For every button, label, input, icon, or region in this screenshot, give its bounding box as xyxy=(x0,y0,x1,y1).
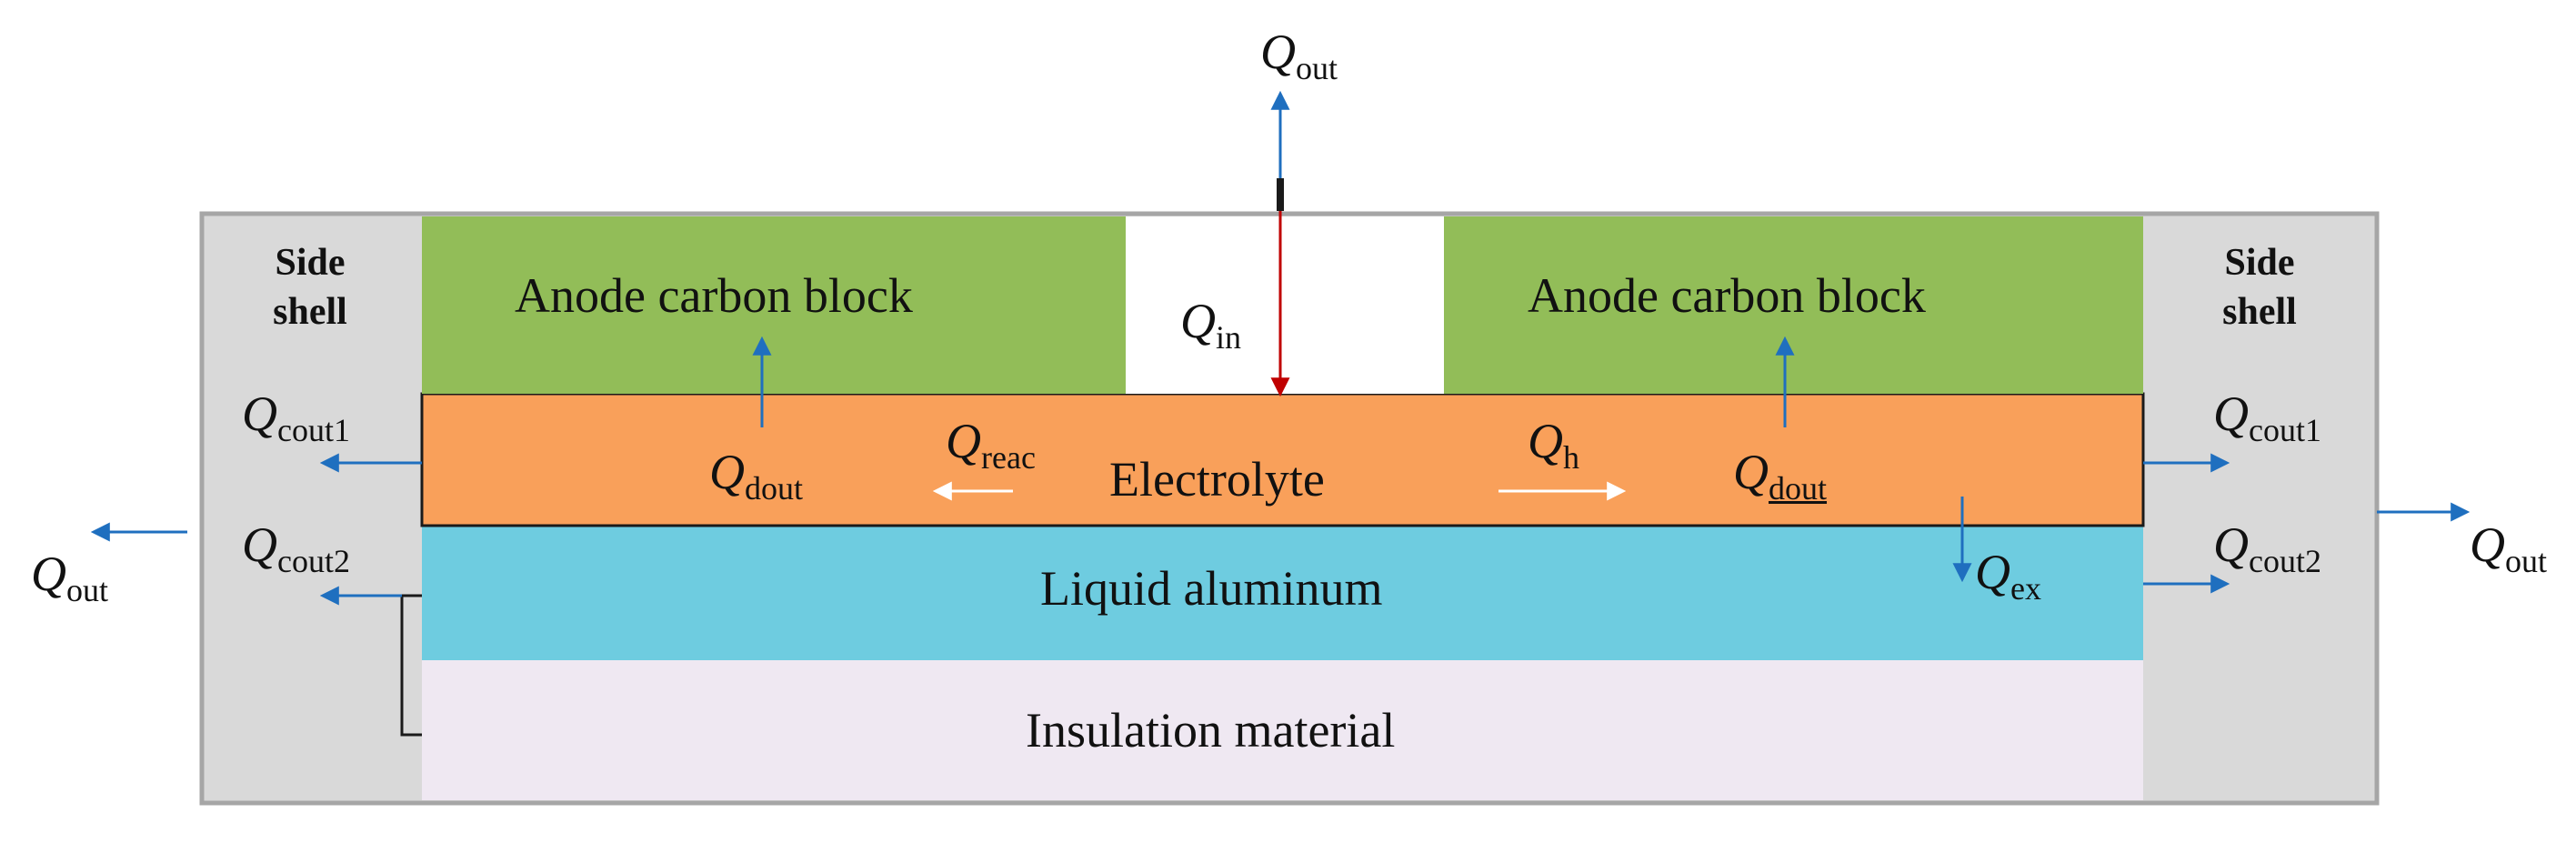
q-cout2-left-sub: cout2 xyxy=(277,543,350,579)
aluminum-label: Liquid aluminum xyxy=(1040,561,1383,616)
insulation-label: Insulation material xyxy=(1026,703,1396,758)
side-shell-left-label: Side shell xyxy=(242,244,378,331)
q-h-label: Qh xyxy=(1528,416,1579,474)
q-in-sub: in xyxy=(1216,319,1242,356)
side-shell-right-line2: shell xyxy=(2222,291,2297,333)
q-cout2-right-symbol: Q xyxy=(2213,517,2249,572)
q-out-top-symbol: Q xyxy=(1260,25,1296,79)
q-dout-right-sub: dout xyxy=(1769,470,1828,507)
q-out-right-symbol: Q xyxy=(2470,517,2505,572)
q-out-right-label: Qout xyxy=(2470,520,2547,577)
q-ex-label: Qex xyxy=(1975,547,2041,605)
side-shell-right-label: Side shell xyxy=(2191,244,2328,331)
anode-right-region xyxy=(1444,216,2143,394)
q-ex-symbol: Q xyxy=(1975,545,2010,599)
q-cout1-right-label: Qcout1 xyxy=(2213,389,2321,447)
q-in-symbol: Q xyxy=(1180,294,1216,348)
q-cout1-left-symbol: Q xyxy=(242,386,277,441)
q-out-left-sub: out xyxy=(66,572,109,608)
q-h-symbol: Q xyxy=(1528,414,1563,468)
q-ex-sub: ex xyxy=(2010,570,2041,607)
q-out-left-label: Qout xyxy=(31,549,108,607)
q-cout2-right-sub: cout2 xyxy=(2249,543,2321,579)
q-reac-label: Qreac xyxy=(946,416,1036,474)
q-cout2-left-label: Qcout2 xyxy=(242,520,350,577)
central-gap xyxy=(1126,216,1444,394)
q-cout2-left-symbol: Q xyxy=(242,517,277,572)
q-dout-left-sub: dout xyxy=(745,470,804,507)
q-out-top-sub: out xyxy=(1296,50,1338,86)
electrolyte-region xyxy=(420,392,2145,527)
q-cout1-left-sub: cout1 xyxy=(277,412,350,448)
q-cout1-left-label: Qcout1 xyxy=(242,389,350,447)
q-dout-left-label: Qdout xyxy=(709,447,803,505)
aluminum-region xyxy=(422,526,2143,660)
side-shell-left-line1: Side xyxy=(275,242,346,284)
q-cout2-right-label: Qcout2 xyxy=(2213,520,2321,577)
side-shell-left-line2: shell xyxy=(273,291,347,333)
q-dout-left-symbol: Q xyxy=(709,445,745,499)
q-h-sub: h xyxy=(1563,439,1579,476)
anode-left-label: Anode carbon block xyxy=(515,268,913,323)
q-reac-symbol: Q xyxy=(946,414,981,468)
side-shell-right-line1: Side xyxy=(2224,242,2295,284)
q-dout-right-symbol: Q xyxy=(1733,445,1769,499)
q-cout1-right-sub: cout1 xyxy=(2249,412,2321,448)
anode-left-region xyxy=(422,216,1126,394)
anode-right-label: Anode carbon block xyxy=(1528,268,1926,323)
electrolyte-label: Electrolyte xyxy=(1109,452,1325,507)
q-reac-sub: reac xyxy=(981,439,1036,476)
q-cout1-right-symbol: Q xyxy=(2213,386,2249,441)
q-dout-right-label: Qdout xyxy=(1733,447,1827,505)
insulation-region xyxy=(422,658,2143,800)
q-out-left-symbol: Q xyxy=(31,547,66,601)
q-out-top-label: Qout xyxy=(1260,27,1338,85)
bracket-line xyxy=(400,594,422,737)
q-in-label: Qin xyxy=(1180,296,1241,354)
q-out-right-sub: out xyxy=(2505,543,2548,579)
